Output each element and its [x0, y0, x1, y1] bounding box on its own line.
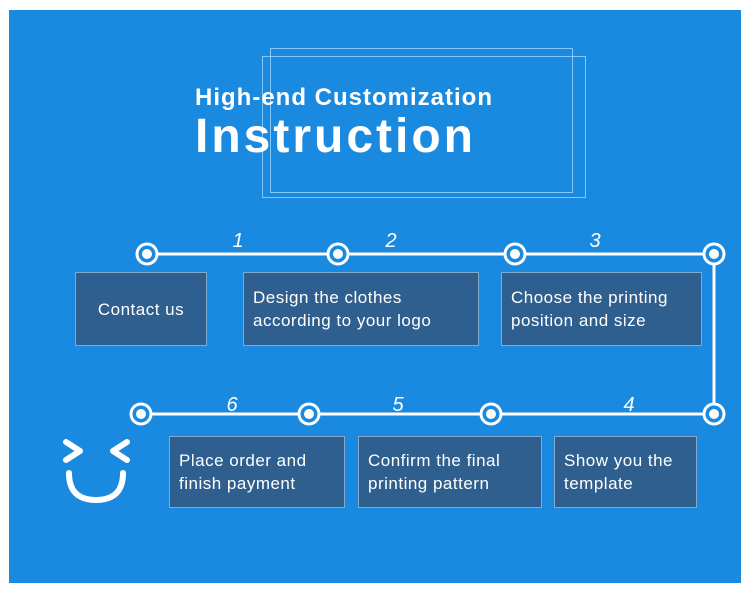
step-box-5: Confirm the final printing pattern [358, 436, 542, 508]
step-box-6: Place order and finish payment [169, 436, 345, 508]
track-node [702, 402, 726, 426]
step-box-3: Choose the printing position and size [501, 272, 702, 346]
track-node [503, 242, 527, 266]
smiley-icon [63, 439, 130, 503]
title-frame-front [270, 48, 573, 193]
track-node [326, 242, 350, 266]
track-node [479, 402, 503, 426]
track-node [129, 402, 153, 426]
page-subtitle: High-end Customization [195, 84, 493, 111]
step-number-5: 5 [392, 394, 404, 416]
track-node [297, 402, 321, 426]
track-node [702, 242, 726, 266]
step-number-2: 2 [385, 230, 397, 252]
step-number-6: 6 [226, 394, 238, 416]
step-box-1: Contact us [75, 272, 207, 346]
step-number-3: 3 [589, 230, 601, 252]
step-number-4: 4 [623, 394, 635, 416]
title-frame-back [262, 56, 586, 198]
step-number-1: 1 [232, 230, 244, 252]
track-nodes [129, 242, 726, 426]
step-box-4: Show you the template [554, 436, 697, 508]
track-node [135, 242, 159, 266]
page-title: Instruction [195, 110, 476, 163]
step-box-2: Design the clothes according to your log… [243, 272, 479, 346]
